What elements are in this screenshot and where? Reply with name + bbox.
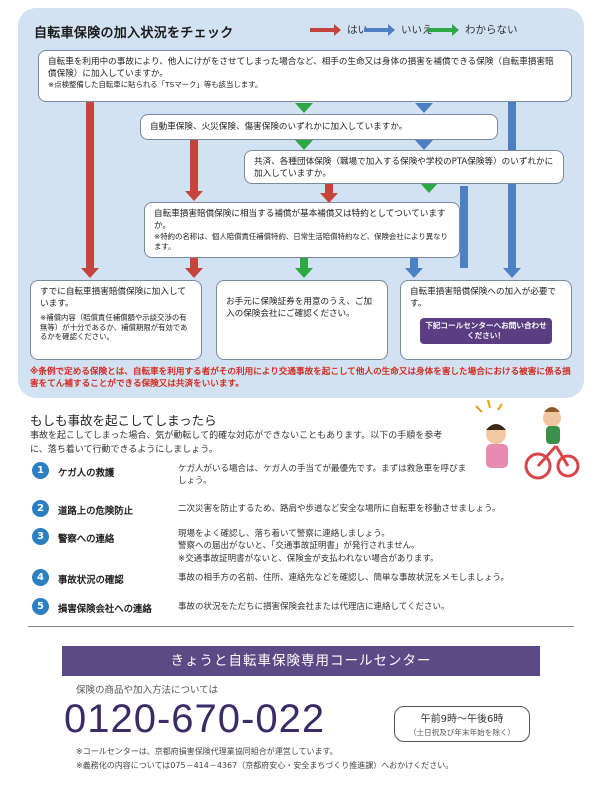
arrow-down-icon bbox=[185, 191, 203, 201]
call-center-hours: 午前9時～午後6時 （土日祝及び年末年始を除く） bbox=[394, 706, 530, 742]
question-3-box: 共済、各種団体保険（職場で加入する保険や学校のPTA保険等）のいずれかに加入して… bbox=[244, 150, 564, 184]
step-4-number: 4 bbox=[32, 569, 49, 586]
legend-unknown: わからない bbox=[428, 22, 518, 37]
arrow-down-icon bbox=[81, 268, 99, 278]
step-5-title: 損害保険会社への連絡 bbox=[58, 604, 152, 615]
red-arrow-icon bbox=[310, 23, 341, 36]
flow-no-q4 bbox=[410, 258, 418, 268]
result-2-text: お手元に保険証券を用意のうえ、ご加入の保険会社にご確認ください。 bbox=[226, 297, 373, 319]
blue-arrow-icon bbox=[364, 23, 395, 36]
bicycle-accident-illustration bbox=[475, 399, 580, 480]
step-4-desc: 事故の相手方の名前、住所、連絡先などを確認し、簡単な事故状況をメモしましょう。 bbox=[178, 573, 509, 583]
question-1-text: 自転車を利用中の事故により、他人にけがをさせてしまった場合など、相手の生命又は身… bbox=[48, 57, 554, 79]
question-4-note: ※特約の名称は、個人賠償責任補償特約、日常生活賠償特約など、保険会社により異なり… bbox=[154, 232, 448, 251]
step-4-title: 事故状況の確認 bbox=[58, 575, 124, 586]
ordinance-footnote: ※条例で定める保険とは、自転車を利用する者がその利用により交通事故を起こして他人… bbox=[30, 367, 571, 390]
call-center-subtitle: 保険の商品や加入方法については bbox=[76, 685, 219, 696]
section-divider bbox=[28, 626, 574, 627]
step-3-title: 警察への連絡 bbox=[58, 534, 115, 545]
step-2-number: 2 bbox=[32, 500, 49, 517]
call-center-phone[interactable]: 0120-670-022 bbox=[64, 697, 326, 741]
flow-yes-q2 bbox=[190, 140, 198, 192]
question-1-box: 自転車を利用中の事故により、他人にけがをさせてしまった場合など、相手の生命又は身… bbox=[38, 50, 572, 102]
arrow-down-icon bbox=[405, 268, 423, 278]
flow-yes-q4 bbox=[190, 258, 198, 268]
green-arrow-icon bbox=[428, 23, 459, 36]
step-5-number: 5 bbox=[32, 598, 49, 615]
flow-yes-q1 bbox=[86, 102, 94, 268]
arrow-down-icon bbox=[320, 193, 338, 203]
arrow-down-icon bbox=[185, 268, 203, 278]
result-1-text: すでに自転車損害賠償保険に加入しています。 bbox=[40, 287, 186, 309]
call-center-note-1: ※コールセンターは、京都府損害保険代理業協同組合が運営しています。 bbox=[76, 747, 338, 756]
accident-title: もしも事故を起こしてしまったら bbox=[30, 413, 217, 428]
arrow-down-icon bbox=[295, 268, 313, 278]
result-3-text: 自転車損害賠償保険への加入が必要です。 bbox=[410, 287, 557, 309]
question-3-text: 共済、各種団体保険（職場で加入する保険や学校のPTA保険等）のいずれかに加入して… bbox=[254, 157, 554, 179]
question-2-text: 自動車保険、火災保険、傷害保険のいずれかに加入していますか。 bbox=[150, 122, 408, 132]
result-check-policy: お手元に保険証券を用意のうえ、ご加入の保険会社にご確認ください。 bbox=[216, 280, 388, 360]
arrow-down-icon bbox=[503, 268, 521, 278]
step-3-number: 3 bbox=[32, 528, 49, 545]
step-2-title: 道路上の危険防止 bbox=[58, 506, 134, 517]
step-3-desc: 現場をよく確認し、落ち着いて警察に連絡しましょう。 警察への届出がないと、「交通… bbox=[178, 529, 439, 564]
question-1-note: ※点検整備した自転車に貼られる「TSマーク」等も該当します。 bbox=[48, 80, 263, 90]
arrow-down-icon bbox=[415, 103, 433, 113]
step-1-title: ケガ人の救護 bbox=[58, 468, 115, 479]
accident-intro: 事故を起こしてしまった場合、気が動転して的確な対応ができないこともあります。以下… bbox=[30, 431, 443, 455]
step-2-desc: 二次災害を防止するため、路肩や歩道など安全な場所に自転車を移動させましょう。 bbox=[178, 504, 501, 514]
result-already-insured: すでに自転車損害賠償保険に加入しています。 ※補償内容（賠償責任補償額や示談交渉… bbox=[30, 280, 202, 360]
step-1-desc: ケガ人がいる場合は、ケガ人の手当てが最優先です。まずは救急車を呼びましょう。 bbox=[178, 464, 467, 487]
call-center-note-2: ※義務化の内容については075－414－4367（京都府安心・安全まちづくり推進… bbox=[76, 761, 454, 770]
step-1-number: 1 bbox=[32, 462, 49, 479]
result-need-insurance: 自転車損害賠償保険への加入が必要です。 下記コールセンターへお問い合わせください… bbox=[400, 280, 572, 360]
step-5-desc: 事故の状況をただちに損害保険会社または代理店に連絡してください。 bbox=[178, 602, 450, 612]
arrow-down-icon bbox=[295, 103, 313, 113]
flow-no-right bbox=[508, 102, 516, 268]
result-1-note: ※補償内容（賠償責任補償額や示談交渉の有無等）が十分であるか、補償期限が有効であ… bbox=[40, 313, 188, 342]
arrow-down-icon bbox=[415, 140, 433, 150]
question-4-box: 自転車損害賠償保険に相当する補償が基本補償又は特約としてついていますか。 ※特約… bbox=[144, 202, 460, 258]
arrow-down-icon bbox=[420, 183, 438, 193]
flow-yes-q3 bbox=[325, 182, 333, 196]
flow-unknown-q4 bbox=[300, 258, 308, 268]
legend-yes: はい bbox=[310, 22, 368, 37]
call-center-title: きょうと自転車保険専用コールセンター bbox=[62, 646, 540, 676]
question-2-box: 自動車保険、火災保険、傷害保険のいずれかに加入していますか。 bbox=[140, 114, 498, 140]
arrow-down-icon bbox=[295, 140, 313, 150]
legend-no: いいえ bbox=[364, 22, 433, 37]
check-title: 自転車保険の加入状況をチェック bbox=[34, 26, 234, 41]
question-4-text: 自転車損害賠償保険に相当する補償が基本補償又は特約としてついていますか。 bbox=[154, 209, 446, 231]
flow-no-q3 bbox=[460, 186, 468, 268]
contact-call-center-button[interactable]: 下記コールセンターへお問い合わせください！ bbox=[420, 318, 552, 344]
